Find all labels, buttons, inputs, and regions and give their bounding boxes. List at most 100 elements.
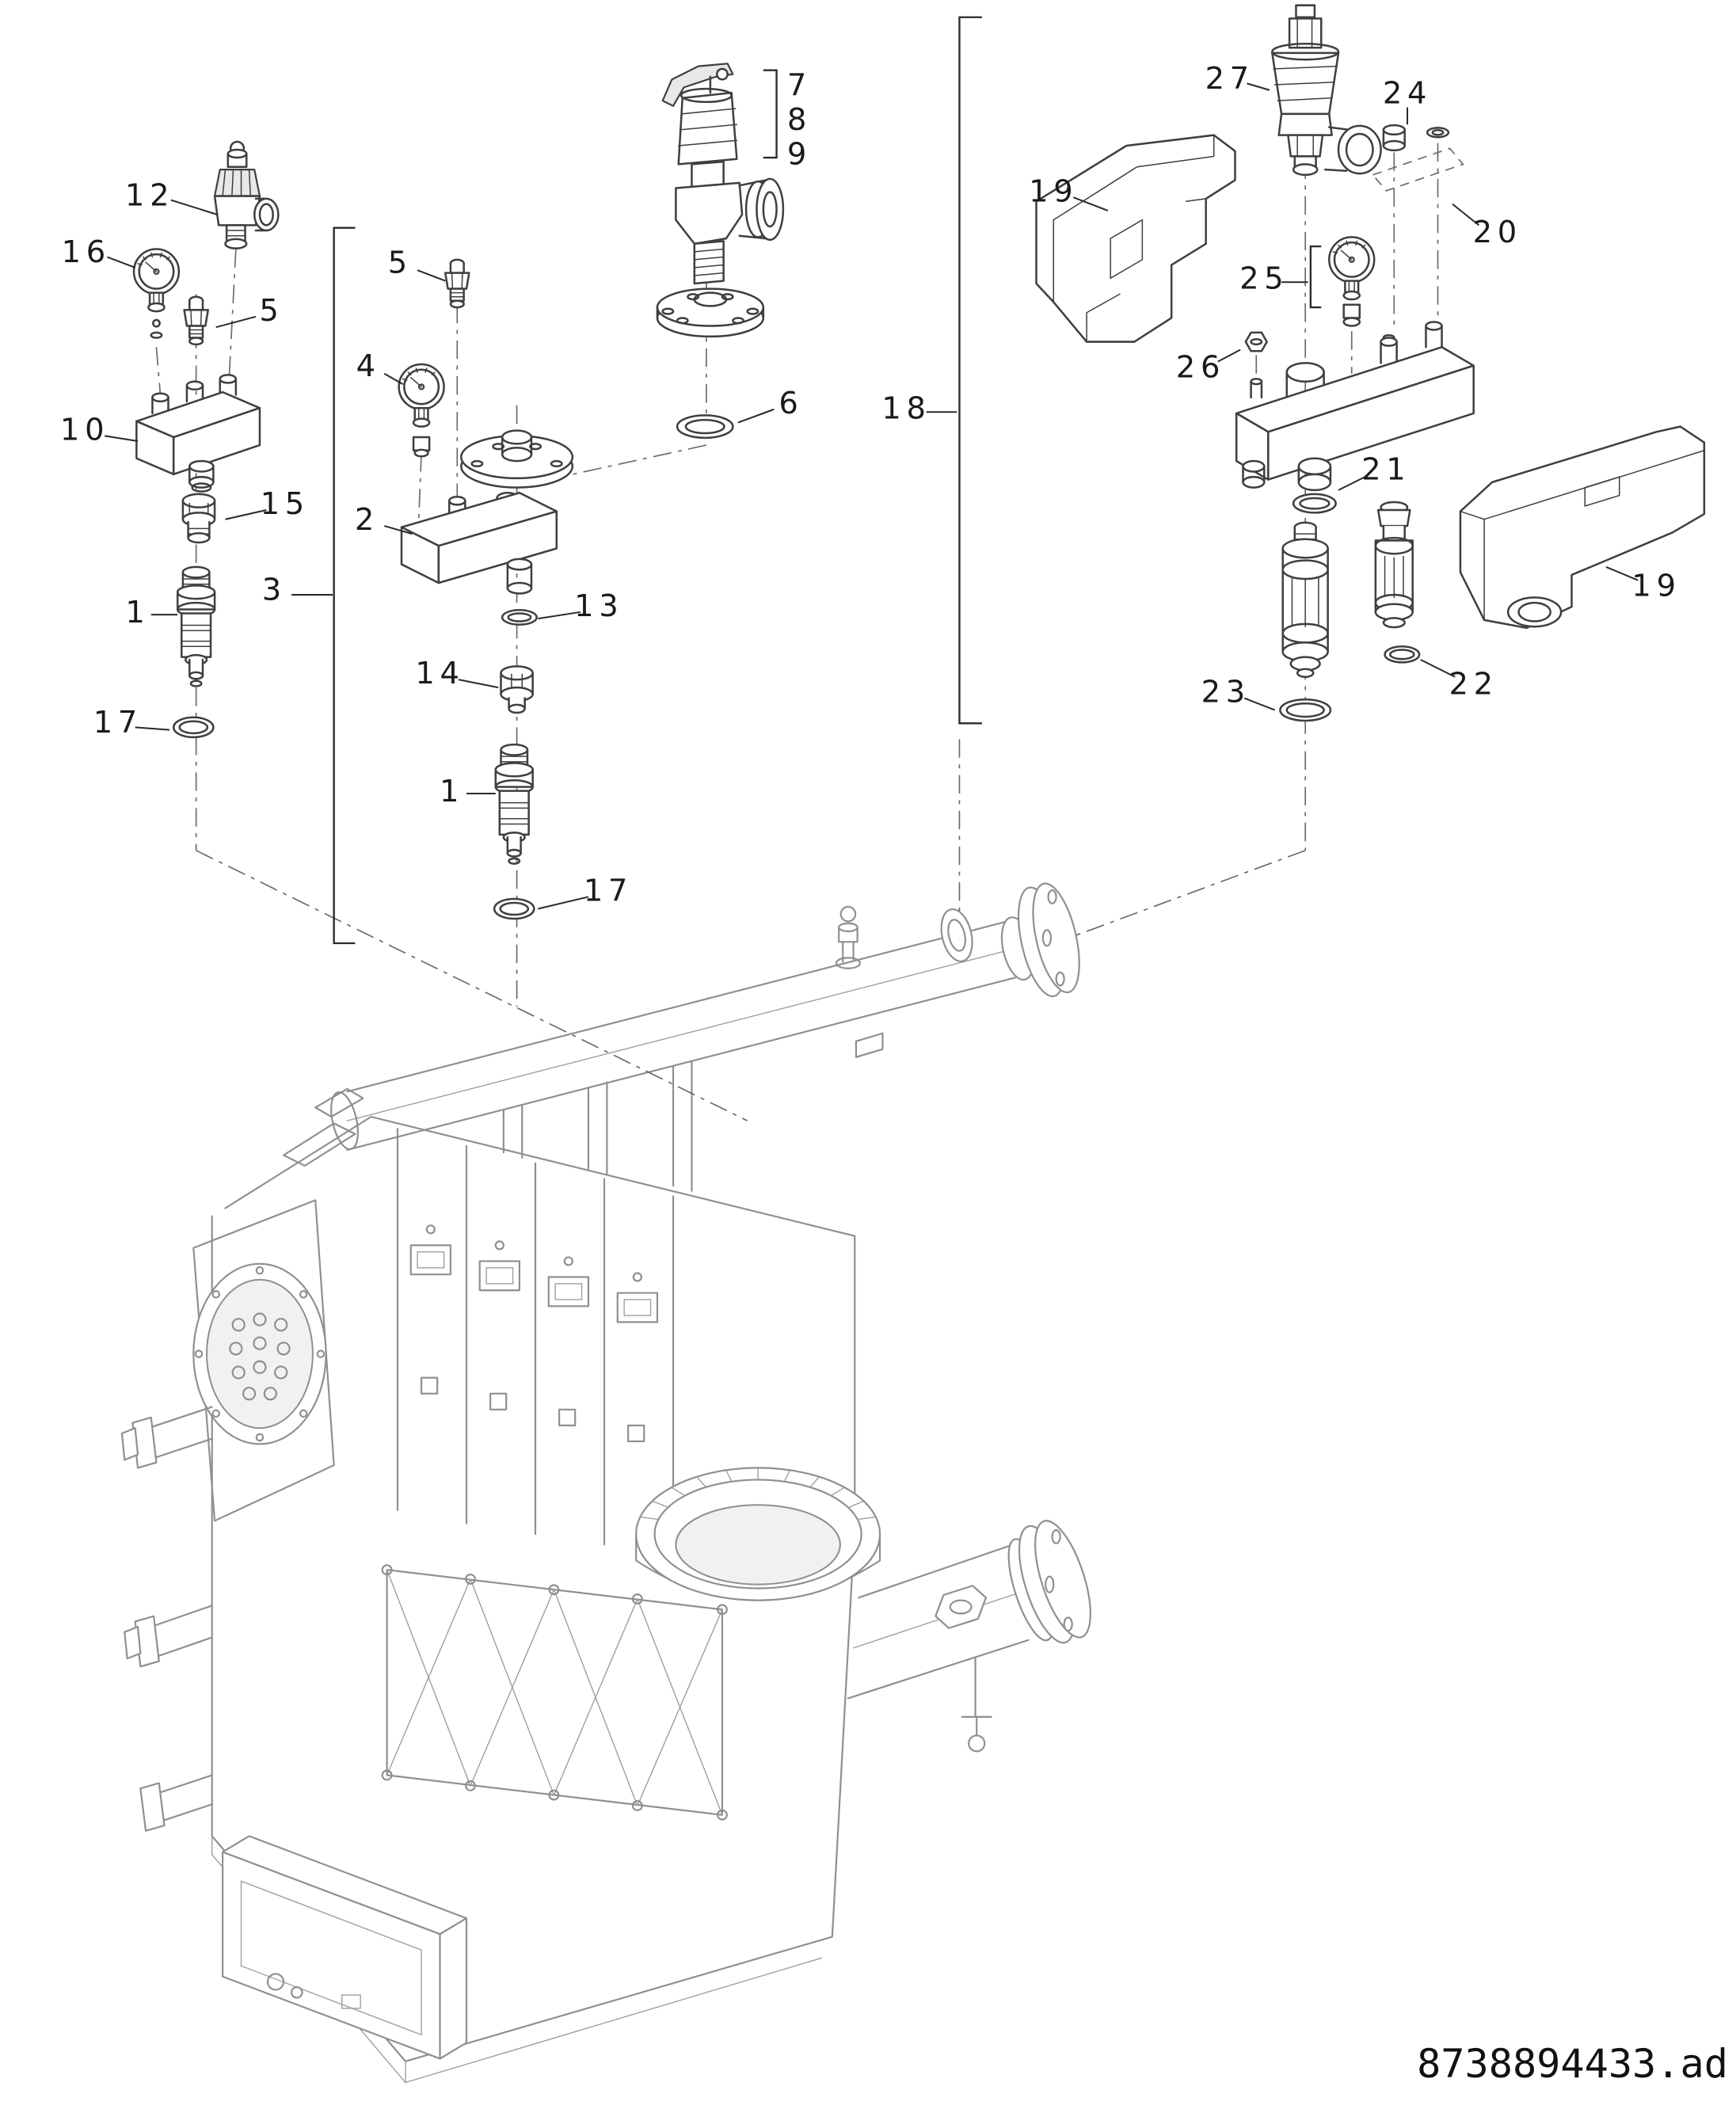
burner-door [192,1199,335,1522]
callout-17-mid: 17 [584,873,633,908]
leader-line-19-top [1072,196,1109,211]
callout-6: 6 [779,386,803,421]
leader-line-16 [107,256,136,268]
o-ring-21 [1292,493,1337,514]
leader-line-21 [1338,474,1369,491]
gasket-6 [676,414,734,440]
construction-lines [155,52,1439,1121]
callout-3: 3 [262,573,287,608]
callout-5-left: 5 [259,293,284,329]
callout-16: 16 [62,234,111,270]
leader-line-10 [105,435,139,443]
o-ring-22 [1384,645,1421,664]
top-header-pipe [330,882,1080,1192]
left-manifold-assembly [132,140,280,739]
nut-26 [1244,331,1268,352]
bracket-25 [1309,245,1322,309]
manifold-block-2 [400,492,558,595]
safety-valve-27 [1271,4,1382,177]
washer-13 [501,609,538,626]
flange-disc-2 [460,429,574,489]
callout-17-left: 17 [93,705,143,740]
strainer-cartridge-left [1281,521,1329,679]
pressure-gauge-25 [1328,236,1376,327]
middle-manifold-assembly [398,258,574,920]
leader-line-23 [1243,697,1276,711]
o-ring-17-mid [493,897,535,920]
block-body [120,1087,1091,2084]
fitting-15 [181,493,216,544]
sensor-5-left [183,295,209,346]
bracket-7-8-9 [763,69,778,159]
callout-7: 7 [787,67,812,103]
callout-5-mid: 5 [388,246,413,281]
callout-22: 22 [1449,667,1498,702]
lower-return-pipe [847,1520,1091,1753]
callout-24: 24 [1383,75,1432,111]
leader-line-4 [383,372,404,385]
leader-line-27 [1247,82,1270,91]
callout-2: 2 [355,502,379,538]
side-studs [120,1406,213,1832]
safety-valve-7-8-9 [656,63,785,338]
valve-cartridge-1-left [176,565,216,687]
flanged-safety-valve-assembly [656,63,785,440]
leader-lines [105,82,1639,910]
nut-14 [500,665,534,714]
manifold-block-right [1235,321,1475,492]
callout-20: 20 [1473,215,1522,250]
callout-18: 18 [881,391,931,427]
pressure-gauge-4 [398,363,445,458]
o-ring-17-left [172,716,215,739]
callout-1-left: 1 [125,595,150,630]
callout-4: 4 [356,348,381,384]
leader-line-5-left [215,315,257,329]
leader-line-26 [1217,348,1241,363]
group-20-frame [1372,147,1464,192]
callout-14: 14 [415,656,464,691]
callout-19-bottom: 19 [1631,569,1681,604]
pipe-vent-fitting [835,905,862,969]
safety-valve-12 [213,140,280,249]
sensor-5-mid [444,258,470,309]
insulation-shell-19-top [1035,134,1236,343]
callout-26: 26 [1176,350,1225,386]
leader-line-14 [458,679,499,689]
insulation-shell-19-bottom [1459,425,1706,630]
o-ring-23 [1279,698,1332,722]
callout-27: 27 [1205,61,1254,97]
boiler-heat-exchanger-block [120,882,1091,2084]
pressure-gauge-16 [132,248,181,339]
callout-10: 10 [60,412,109,447]
callout-8: 8 [787,102,812,138]
callout-19-top: 19 [1029,173,1078,209]
group-brackets [333,16,1322,945]
leader-line-13 [538,611,581,620]
flue-collector [635,1467,881,1601]
leader-line-17-mid [538,896,589,910]
leader-line-2 [383,525,413,535]
drawing-number: 8738894433.ad [1417,2040,1728,2087]
leader-line-17-left [135,726,170,731]
leader-line-6 [737,408,775,424]
manifold-block-10 [135,374,261,493]
plug-parts-24 [1382,124,1450,152]
leader-line-12 [170,199,218,215]
callout-9: 9 [787,136,812,172]
callout-1-mid: 1 [440,774,464,809]
strainer-cartridge-right [1374,501,1414,629]
fin-lattice [381,1564,728,1821]
valve-cartridge-1-mid [494,743,534,865]
callout-12: 12 [125,177,174,213]
leader-line-5-mid [417,269,446,282]
bottom-box [222,1835,468,2060]
bracket-3 [333,227,356,945]
bracket-18 [958,16,982,725]
right-manifold-assembly [1035,4,1706,722]
callout-13: 13 [574,588,623,624]
callout-23: 23 [1201,675,1251,710]
leader-line-19-bottom [1605,566,1639,581]
